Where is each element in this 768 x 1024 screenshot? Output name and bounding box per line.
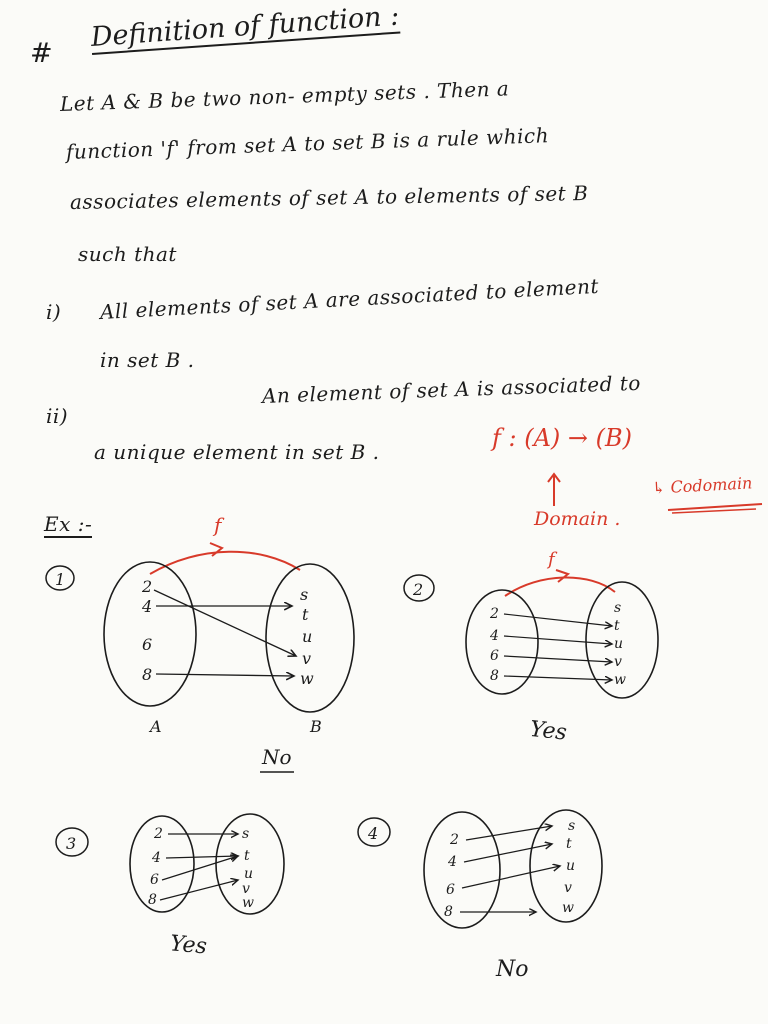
example-2-number-circle: 2: [403, 574, 435, 602]
example-1-map-arc: [149, 550, 301, 575]
example-2-b-element: v: [614, 654, 622, 670]
example-2-a-element: 6: [490, 648, 499, 664]
example-3-b-element: v: [242, 881, 250, 897]
example-3-b-element: t: [244, 848, 250, 864]
example-4-number-circle: 4: [357, 817, 391, 847]
example-3-a-element: 4: [151, 850, 161, 866]
example-3-a-element: 6: [150, 872, 159, 888]
example-4-a-element: 8: [444, 904, 453, 920]
example-2-set-a: [465, 589, 539, 695]
function-notation: f : (A) → (B): [492, 424, 633, 452]
example-1-b-element: v: [302, 649, 311, 668]
example-4-mapping-arrow: [461, 866, 560, 889]
example-3-a-element: 8: [148, 892, 157, 908]
example-1-a-element: 8: [142, 665, 152, 684]
definition-line-4: such that: [78, 242, 177, 266]
example-3-b-element: u: [244, 866, 253, 882]
example-4-b-element: w: [562, 900, 574, 916]
example-1-a-element: 4: [141, 597, 152, 616]
example-4-a-element: 6: [446, 882, 455, 898]
example-3-verdict: Yes: [169, 931, 208, 959]
example-1-number-circle: 1: [45, 565, 75, 591]
example-3-set-b: [215, 813, 285, 915]
example-1-b-element: u: [302, 627, 312, 646]
example-4-number: 4: [367, 824, 378, 843]
example-1-set-b: [265, 563, 355, 713]
example-2-a-element: 4: [489, 628, 499, 644]
condition-1-line-2: in set B .: [100, 348, 195, 372]
example-2-mapping-arrow: [503, 635, 612, 644]
example-2-mapping-arrow: [503, 613, 612, 626]
example-3-set-a: [129, 815, 195, 913]
example-4-a-element: 2: [449, 832, 459, 848]
example-4-set-a: [423, 811, 501, 929]
example-3-mapping-arrow: [165, 856, 238, 858]
example-4-b-element: s: [568, 818, 575, 834]
example-1-a-element: 6: [142, 635, 152, 654]
example-2-b-element: s: [614, 600, 621, 616]
example-4-mapping-arrow: [463, 844, 552, 863]
heading-marker: #: [30, 38, 53, 69]
example-1-map-arrowhead: [209, 542, 224, 557]
example-2-map-arrowhead: [555, 569, 571, 583]
example-2-mapping-arrow: [503, 655, 612, 662]
example-4-set-b: [529, 809, 603, 923]
example-1-label-a: A: [148, 717, 162, 736]
example-4-b-element: v: [564, 880, 572, 896]
codomain-underline: [667, 503, 763, 514]
example-4-a-element: 4: [447, 854, 457, 870]
example-1-b-element: w: [300, 669, 314, 688]
example-1-label-b: B: [309, 717, 322, 736]
example-1-verdict: No: [261, 745, 292, 769]
example-1-b-element: s: [300, 585, 308, 604]
example-2-b-element: t: [614, 618, 620, 634]
example-2-number: 2: [412, 580, 423, 599]
example-1-map-label: f: [212, 513, 225, 537]
example-2-b-element: u: [614, 636, 623, 652]
example-3-mapping-arrow: [159, 880, 238, 901]
example-2-mapping-arrow: [503, 675, 612, 680]
example-1-b-element: t: [302, 605, 309, 624]
domain-pointer-arrow: [547, 472, 561, 506]
example-3-number: 3: [66, 834, 76, 853]
examples-label-text: Ex :-: [44, 512, 93, 538]
example-4-verdict: No: [495, 957, 529, 982]
example-2-a-element: 8: [490, 668, 499, 684]
example-1-set-a: [103, 561, 197, 707]
example-2-map-label: f: [546, 549, 558, 570]
condition-2-line-2: a unique element in set B .: [94, 440, 380, 464]
example-3-b-element: w: [242, 895, 254, 911]
example-4-b-element: t: [566, 836, 572, 852]
examples-label: Ex :-: [44, 512, 93, 538]
example-3-number-circle: 3: [55, 827, 89, 857]
example-1-number: 1: [55, 570, 65, 589]
example-2-a-element: 2: [489, 606, 499, 622]
example-2-verdict: Yes: [529, 717, 568, 746]
example-3-b-element: s: [242, 826, 249, 842]
example-3-mapping-arrow: [161, 856, 238, 881]
condition-1-number: i): [46, 300, 62, 324]
example-1-mapping-arrow: [155, 674, 294, 676]
domain-label: Domain .: [534, 508, 621, 530]
example-3-a-element: 2: [153, 826, 163, 842]
example-1-a-element: 2: [141, 577, 152, 596]
example-2-b-element: w: [614, 672, 626, 688]
example-2-set-b: [585, 581, 659, 699]
example-4-b-element: u: [566, 858, 575, 874]
example-4-mapping-arrow: [465, 826, 552, 841]
condition-2-number: ii): [46, 404, 69, 428]
example-1-mapping-arrow: [153, 589, 296, 656]
